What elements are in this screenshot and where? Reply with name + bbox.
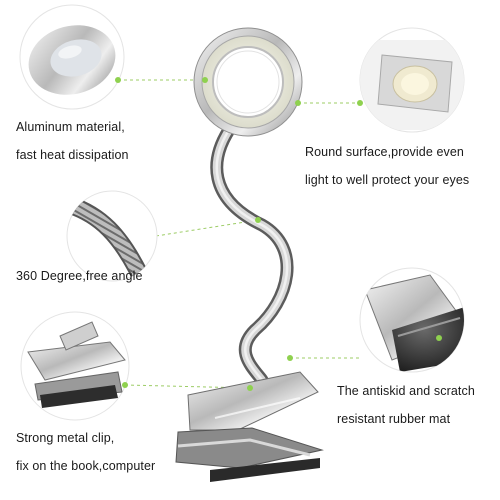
caption-degree-line1: 360 Degree,free angle xyxy=(16,269,143,283)
detail-circle-round-surface xyxy=(359,27,465,133)
gooseneck-hose xyxy=(210,113,294,387)
caption-degree: 360 Degree,free angle xyxy=(16,262,143,290)
detail-circle-hose xyxy=(66,190,158,282)
accent-dots xyxy=(115,77,442,391)
caption-round-surface: Round surface,provide even light to well… xyxy=(305,138,469,194)
caption-round-surface-line2: light to well protect your eyes xyxy=(305,173,470,187)
caption-aluminum-line2: fast heat dissipation xyxy=(16,148,129,162)
caption-antiskid-line2: resistant rubber mat xyxy=(337,412,451,426)
detail-circle-clip xyxy=(20,311,130,421)
caption-round-surface-line1: Round surface,provide even xyxy=(305,145,464,159)
caption-clip: Strong metal clip, fix on the book,compu… xyxy=(16,424,155,480)
ring-lamp-head xyxy=(193,27,303,137)
detail-circle-aluminum xyxy=(19,4,125,110)
caption-clip-line1: Strong metal clip, xyxy=(16,431,115,445)
clip-base xyxy=(175,371,324,482)
caption-antiskid: The antiskid and scratch resistant rubbe… xyxy=(337,377,475,433)
caption-antiskid-line1: The antiskid and scratch xyxy=(337,384,475,398)
caption-aluminum-line1: Aluminum material, xyxy=(16,120,125,134)
caption-aluminum: Aluminum material, fast heat dissipation xyxy=(16,113,129,169)
caption-clip-line2: fix on the book,computer xyxy=(16,459,156,473)
detail-circle-rubber-mat xyxy=(359,267,465,373)
